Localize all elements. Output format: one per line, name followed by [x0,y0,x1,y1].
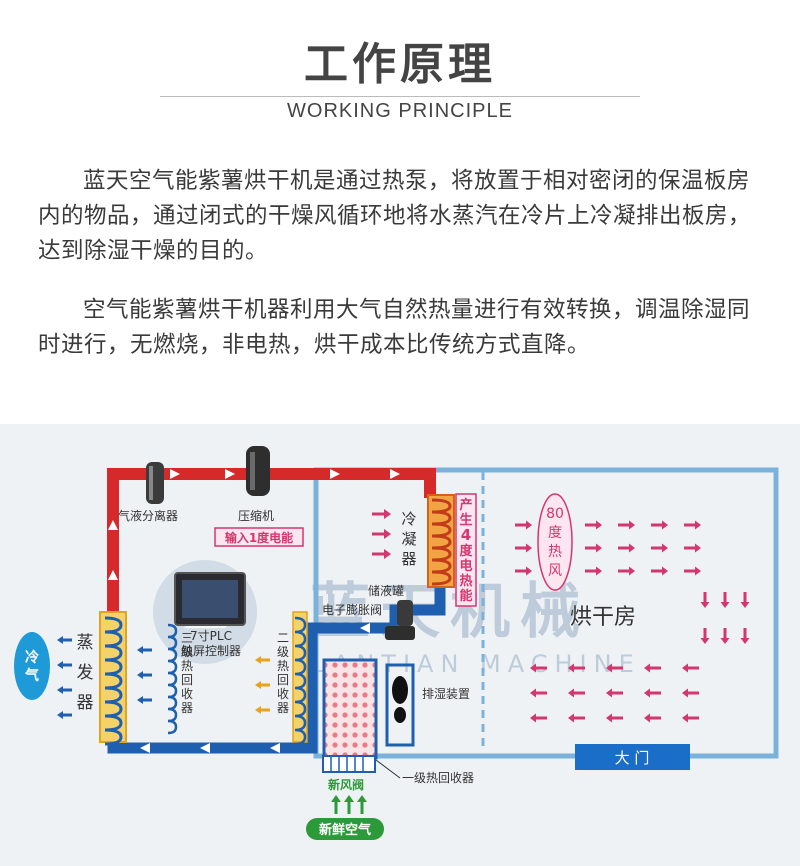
fresh-air-label: 新鲜空气 [306,818,384,840]
drying-room-outline [313,467,779,759]
condenser-inlet-arrows [372,509,391,559]
svg-text:大 门: 大 门 [615,749,650,767]
svg-text:储液罐: 储液罐 [368,583,404,598]
svg-text:输入1度电能: 输入1度电能 [225,530,293,545]
svg-text:一级热回收器: 一级热回收器 [402,771,474,785]
hot-air-arrows [515,520,701,576]
downflow-arrows [700,592,750,644]
condenser-label: 冷凝器 [401,510,416,568]
yellow-arrows [255,656,270,714]
cold-pipe-loop [107,582,446,754]
power-input-label: 输入1度电能 [214,527,304,547]
page-title: 工作原理 [304,39,496,90]
svg-text:电子膨胀阀: 电子膨胀阀 [322,603,382,617]
svg-text:新风阀: 新风阀 [328,777,364,792]
evaporator-coil [99,611,127,746]
tertiary-heat-recovery-label: 三级热回收器 [181,631,193,715]
page-subtitle: WORKING PRINCIPLE [287,100,513,122]
expansion-valve: 电子膨胀阀 [322,603,415,640]
svg-text:蒸发器: 蒸发器 [77,633,94,713]
svg-text:新鲜空气: 新鲜空气 [319,822,371,838]
compressor: 压缩机 [238,446,274,523]
dehumidifier: 排湿装置 [385,663,470,747]
main-door: 大 门 [575,744,690,770]
svg-text:三级热回收器: 三级热回收器 [181,631,193,715]
svg-text:排湿装置: 排湿装置 [422,686,470,701]
svg-text:压缩机: 压缩机 [238,508,274,523]
hot-pipe-loop [107,468,436,630]
condenser-coil [427,494,455,588]
cold-air-label: 冷气 [14,632,50,700]
fresh-air-valve: 新风阀 [322,755,376,792]
evaporator-label: 蒸发器 [77,633,94,713]
secondary-heat-recovery-coil [292,611,308,746]
receiver-tank: 储液罐 [368,583,413,626]
cold-air-arrows [57,636,72,719]
svg-text:冷凝器: 冷凝器 [401,510,416,568]
tertiary-heat-recovery-coil [167,623,178,735]
svg-text:冷气: 冷气 [24,649,39,684]
intro-paragraph-2: 空气能紫薯烘干机器利用大气自然热量进行有效转换，调温除湿同时进行，无燃烧，非电热… [38,297,751,358]
diagram-background [0,424,800,866]
fresh-air-arrows [331,795,367,814]
return-air-arrows [530,663,699,723]
gas-liquid-separator: 气液分离器 [118,462,178,523]
drying-room-label: 烘干房 [570,605,636,630]
intro-paragraph-1: 蓝天空气能紫薯烘干机是通过热泵，将放置于相对密闭的保温板房内的物品，通过闭式的干… [38,168,752,264]
title-divider [160,96,640,97]
secondary-heat-recovery-label: 二级热回收器 [277,631,289,715]
svg-text:二级热回收器: 二级热回收器 [277,631,289,715]
inner-blue-arrows [137,646,152,704]
svg-text:气液分离器: 气液分离器 [118,508,178,523]
